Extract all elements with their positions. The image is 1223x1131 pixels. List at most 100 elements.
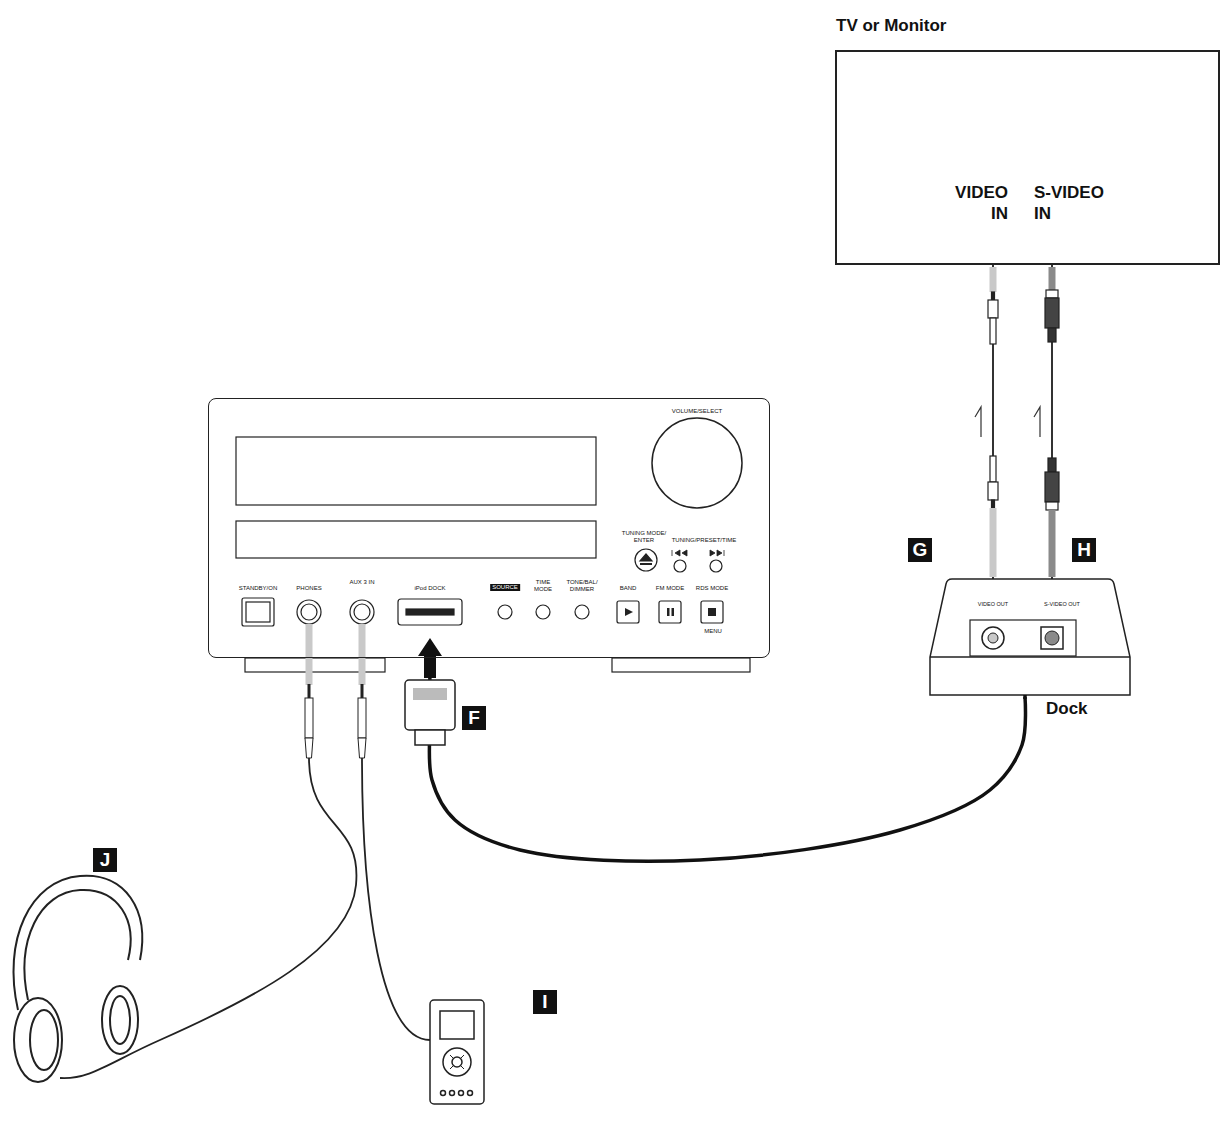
direction-arrow xyxy=(1034,407,1040,437)
control-label: iPod DOCK xyxy=(414,585,445,592)
port-label: S-VIDEO OUT xyxy=(1044,601,1080,608)
s-video-boot xyxy=(1048,328,1056,342)
plug-grip xyxy=(413,688,447,700)
standby-button xyxy=(242,598,274,626)
rca-collar xyxy=(988,300,998,318)
port-label: VIDEO OUT xyxy=(978,601,1008,608)
s-video-out-port xyxy=(1041,627,1063,649)
control-label: AUX 3 IN xyxy=(349,579,375,586)
headphones xyxy=(13,876,142,1082)
plug-strain-relief xyxy=(305,738,366,758)
s-video-cable-plugs xyxy=(1045,267,1059,577)
control-label: RDS MODE xyxy=(696,585,728,592)
video-out-port xyxy=(988,633,998,643)
band-button xyxy=(617,601,639,623)
ipod-player xyxy=(430,1000,484,1104)
s-video-boot xyxy=(1048,458,1056,472)
disc-slot xyxy=(236,521,596,558)
headphone-wire xyxy=(60,758,356,1078)
skip-forward-symbol xyxy=(710,550,724,556)
ipod-dock-slot xyxy=(406,609,454,615)
mini-plugs xyxy=(60,624,430,1078)
plug-tip xyxy=(308,684,311,698)
tv-monitor-box: TV or MonitorVIDEO INS-VIDEO IN xyxy=(835,50,1220,265)
dock-outline xyxy=(930,579,1130,695)
rca-body xyxy=(990,318,996,344)
insert-arrow xyxy=(418,638,442,678)
dock-box: VIDEO OUTS-VIDEO OUTDock xyxy=(928,575,1132,697)
plug-housing xyxy=(405,680,455,730)
ear-cup xyxy=(110,996,130,1044)
phones-jack xyxy=(301,604,317,620)
wheel-mark xyxy=(450,1055,464,1069)
s-video-body xyxy=(1045,472,1059,502)
control-label: TUNING MODE/ ENTER xyxy=(616,530,672,545)
port-panel xyxy=(970,620,1076,656)
volume-knob xyxy=(652,418,742,508)
plug-strain-relief xyxy=(415,730,445,745)
eject-button xyxy=(635,549,657,571)
aux-jack xyxy=(354,604,370,620)
tuning-button xyxy=(674,560,686,572)
input-label: VIDEO IN xyxy=(936,183,1008,224)
callout-letter: J xyxy=(93,848,117,872)
phones-jack xyxy=(297,600,321,624)
device-title: Dock xyxy=(1046,699,1088,720)
s-video-tip xyxy=(1046,290,1058,298)
play-symbol xyxy=(625,608,633,616)
stop-symbol xyxy=(708,608,716,616)
control-label: MENU xyxy=(704,628,722,635)
receiver-unit: VOLUME/SELECT TUNING MODE/ ENTERTUNING/PR… xyxy=(208,398,770,658)
rca-tip xyxy=(992,500,995,508)
plug-barrel xyxy=(305,698,313,738)
receiver-front xyxy=(236,418,750,672)
cable-band xyxy=(990,267,997,292)
player-screen xyxy=(440,1011,474,1039)
eject-symbol xyxy=(640,563,652,565)
time-mode-button xyxy=(536,605,550,619)
cable-band xyxy=(359,624,366,685)
rds-mode-button xyxy=(701,601,723,623)
ear-cup xyxy=(102,986,138,1054)
control-label: BAND xyxy=(620,585,637,592)
plug-barrel xyxy=(358,698,366,738)
player-button xyxy=(450,1091,455,1096)
rca-collar xyxy=(988,482,998,500)
tone-button xyxy=(575,605,589,619)
cable-band xyxy=(306,624,313,685)
ipod-dock-port xyxy=(398,599,462,625)
player-button xyxy=(459,1091,464,1096)
rca-body xyxy=(990,456,996,482)
headband xyxy=(25,890,131,1000)
control-label: VOLUME/SELECT xyxy=(672,408,722,415)
direction-arrow xyxy=(975,407,981,437)
player-button xyxy=(441,1091,446,1096)
cable-exit xyxy=(1023,695,1027,699)
dock-connector-plug xyxy=(405,680,455,745)
plug-tip xyxy=(361,684,364,698)
control-label: FM MODE xyxy=(656,585,684,592)
callout-letter: H xyxy=(1072,538,1096,562)
display-window xyxy=(236,437,596,505)
callout-letter: F xyxy=(462,706,486,730)
pause-symbol xyxy=(667,608,670,616)
eject-symbol xyxy=(640,554,652,561)
control-label: TONE/BAL/ DIMMER xyxy=(563,579,601,594)
input-label: S-VIDEO IN xyxy=(1034,183,1120,224)
control-label: SOURCE xyxy=(490,584,520,591)
video-out-port xyxy=(982,627,1004,649)
pause-symbol xyxy=(672,608,675,616)
receiver-foot xyxy=(612,658,750,672)
cable-band xyxy=(1049,510,1056,577)
control-label: TIME MODE xyxy=(531,579,555,594)
control-label: PHONES xyxy=(296,585,321,592)
standby-button xyxy=(246,602,270,622)
dock-outline xyxy=(928,575,1132,697)
cable-band xyxy=(1049,267,1056,290)
click-wheel xyxy=(443,1048,471,1076)
control-label: TUNING/PRESET/TIME xyxy=(672,537,737,544)
aux-jack xyxy=(350,600,374,624)
callout-letter: I xyxy=(533,990,557,1014)
